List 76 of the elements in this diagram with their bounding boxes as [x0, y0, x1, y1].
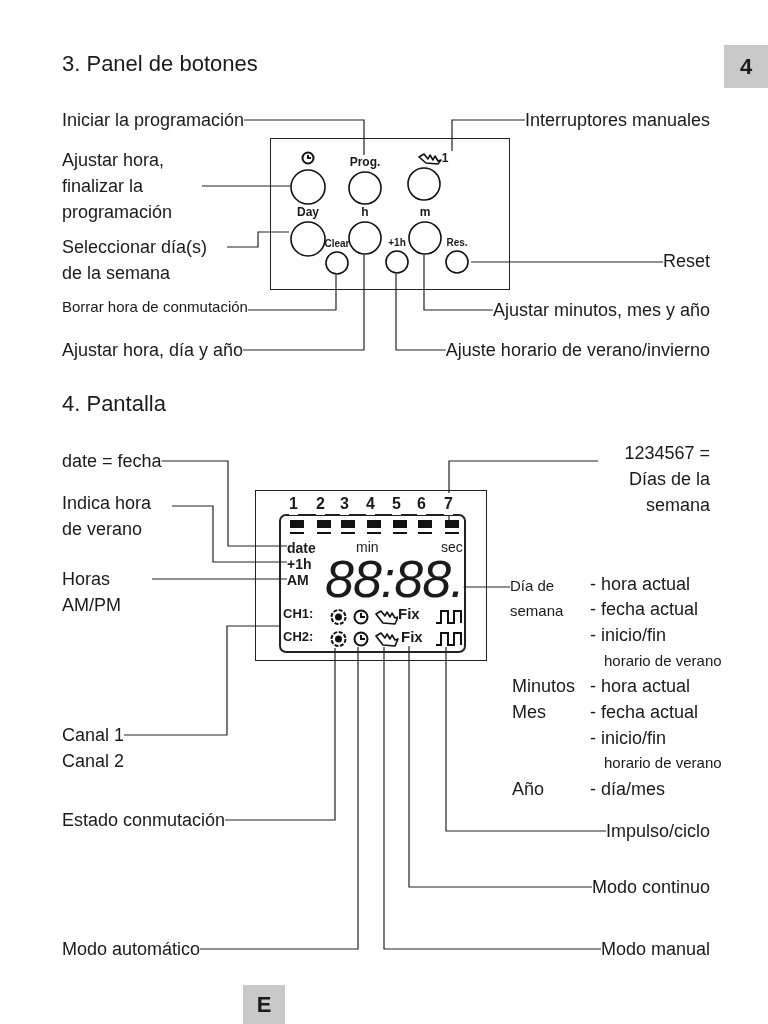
callout-text: Modo automático — [62, 936, 201, 962]
callout-text: Canal 1 — [62, 724, 125, 747]
key-label: m — [419, 205, 431, 219]
callout-text: Modo manual — [600, 936, 710, 962]
table-text: - fecha actual — [590, 701, 699, 724]
callout-text: Indica hora de verano — [62, 490, 172, 542]
callout-text: Ajustar hora, finalizar la programación — [62, 147, 202, 225]
leader-line — [201, 185, 291, 187]
leader-line — [226, 231, 290, 248]
display-indicator: date — [287, 540, 316, 557]
table-text: horario de verano — [604, 753, 722, 773]
lcd-screen — [279, 514, 466, 653]
key-label: Res. — [446, 236, 468, 249]
leader-line — [151, 578, 288, 580]
table-text: - hora actual — [590, 573, 691, 596]
key-label: 1 — [441, 151, 449, 165]
leader-line — [224, 647, 336, 821]
leader-line — [171, 505, 288, 563]
key-label: Prog. — [349, 155, 381, 169]
callout-text: Interruptores manuales — [524, 107, 710, 133]
key-label: +1h — [388, 236, 406, 249]
callout-text: Horas AM/PM — [62, 566, 152, 618]
callout-text: date = fecha — [62, 448, 162, 474]
leader-line — [470, 261, 664, 263]
callout-text: Ajuste horario de verano/invierno — [445, 337, 710, 363]
leader-line — [395, 273, 447, 351]
callout-text: Iniciar la programación — [62, 107, 245, 133]
callout-text: Día de semana — [510, 573, 572, 623]
leader-line — [242, 254, 365, 351]
leader-line — [448, 460, 599, 521]
callout-text: Borrar hora de conmutación — [62, 298, 248, 316]
table-text: Año — [512, 778, 545, 801]
display-indicator: Fix — [401, 628, 423, 646]
callout-text: Ajustar minutos, mes y año — [492, 297, 710, 323]
callout-text: Modo continuo — [591, 874, 710, 900]
leader-line — [445, 646, 607, 832]
button-panel — [270, 138, 510, 290]
callout-text: Impulso/ciclo — [605, 818, 710, 844]
section-heading: 4. Pantalla — [62, 390, 166, 418]
table-text: - inicio/fin — [590, 624, 667, 647]
leader-line — [383, 646, 602, 950]
table-text: - inicio/fin — [590, 727, 667, 750]
key-label: h — [361, 205, 369, 219]
day-number: 7 — [444, 493, 453, 515]
callout-text: Seleccionar día(s) de la semana — [62, 234, 227, 286]
leader-line — [408, 645, 593, 888]
table-text: Minutos — [512, 675, 576, 698]
section-tab: E — [243, 985, 285, 1024]
callout-text: Estado conmutación — [62, 807, 226, 833]
section-heading: 3. Panel de botones — [62, 50, 258, 78]
display-indicator: min — [356, 538, 379, 557]
leader-line — [123, 625, 280, 736]
display-indicator: AM — [287, 572, 309, 589]
key-label: Day — [297, 205, 319, 219]
leader-line — [243, 119, 365, 156]
callout-text: Reset — [662, 248, 710, 274]
display-indicator: sec — [441, 538, 463, 557]
section-tab: 4 — [724, 45, 768, 88]
key-label: Clear — [324, 237, 350, 250]
table-text: - hora actual — [590, 675, 691, 698]
leader-line — [451, 119, 526, 152]
leader-line — [247, 274, 337, 311]
table-text: horario de verano — [604, 651, 722, 671]
display-frame — [255, 490, 487, 661]
callout-text: Canal 2 — [62, 750, 125, 773]
leader-line — [161, 460, 288, 547]
leader-line — [423, 254, 494, 311]
display-indicator: +1h — [287, 556, 312, 573]
table-text: Mes — [512, 701, 546, 724]
table-text: - día/mes — [590, 778, 666, 801]
leader-line — [463, 586, 511, 588]
leader-line — [199, 646, 359, 950]
callout-text: 1234567 = Días de la semana — [598, 440, 710, 518]
table-text: - fecha actual — [590, 598, 699, 621]
segment-bar — [445, 520, 459, 528]
callout-text: Ajustar hora, día y año — [62, 337, 244, 363]
